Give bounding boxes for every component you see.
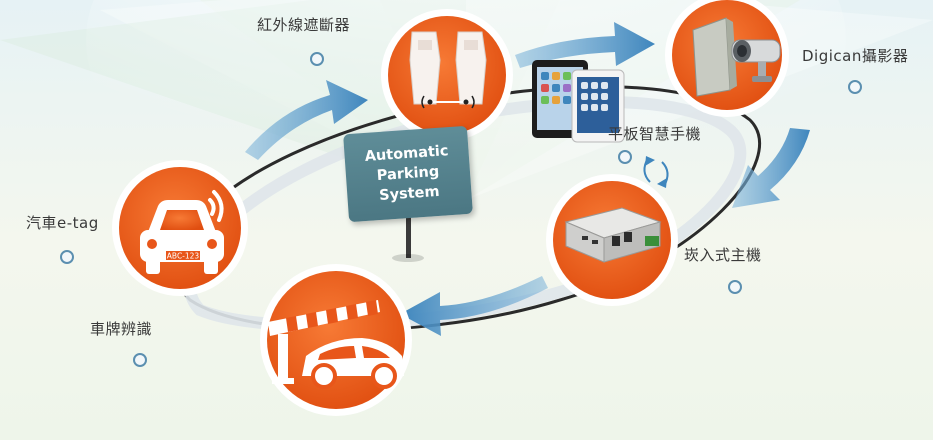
- barrier-gate-icon: [268, 300, 380, 384]
- node-infrared: [381, 9, 513, 141]
- marker-tablet: [618, 150, 632, 164]
- arrow-car-to-infrared: [245, 80, 368, 160]
- arrow-infrared-to-camera: [515, 22, 655, 68]
- node-embedded: [546, 174, 678, 306]
- label-camera: Digican攝影器: [802, 47, 909, 65]
- label-plate-recognition: 車牌辨識: [90, 320, 153, 338]
- marker-infrared: [310, 52, 324, 66]
- sign-line-3: System: [378, 183, 441, 205]
- label-car-etag: 汽車e-tag: [26, 214, 99, 232]
- automatic-parking-system-sign: Automatic Parking System: [343, 125, 473, 223]
- wifi-signal-icon: [199, 190, 224, 222]
- infrared-sensor-icon: [409, 31, 487, 109]
- arrow-tablet-embedded-sync: [643, 156, 669, 188]
- license-plate-text: ABC-123: [167, 252, 200, 261]
- car-side-icon: [302, 338, 404, 389]
- node-camera: [665, 0, 789, 117]
- embedded-box-icon: [564, 207, 662, 263]
- sign-post: [406, 210, 411, 258]
- marker-etag: [60, 250, 74, 264]
- label-embedded-host: 崁入式主機: [684, 246, 762, 264]
- arrow-camera-to-embedded: [732, 128, 810, 208]
- camera-icon: [692, 17, 781, 97]
- tablet-icon: [532, 60, 625, 143]
- node-car-etag: ABC-123: [112, 160, 248, 296]
- marker-embedded: [728, 280, 742, 294]
- node-plate-recognition: [260, 264, 412, 416]
- marker-camera: [848, 80, 862, 94]
- marker-plate: [133, 353, 147, 367]
- label-infrared-barrier: 紅外線遮斷器: [257, 16, 351, 34]
- label-tablet-phone: 平板智慧手機: [608, 125, 702, 143]
- arrow-embedded-to-plate: [400, 276, 548, 336]
